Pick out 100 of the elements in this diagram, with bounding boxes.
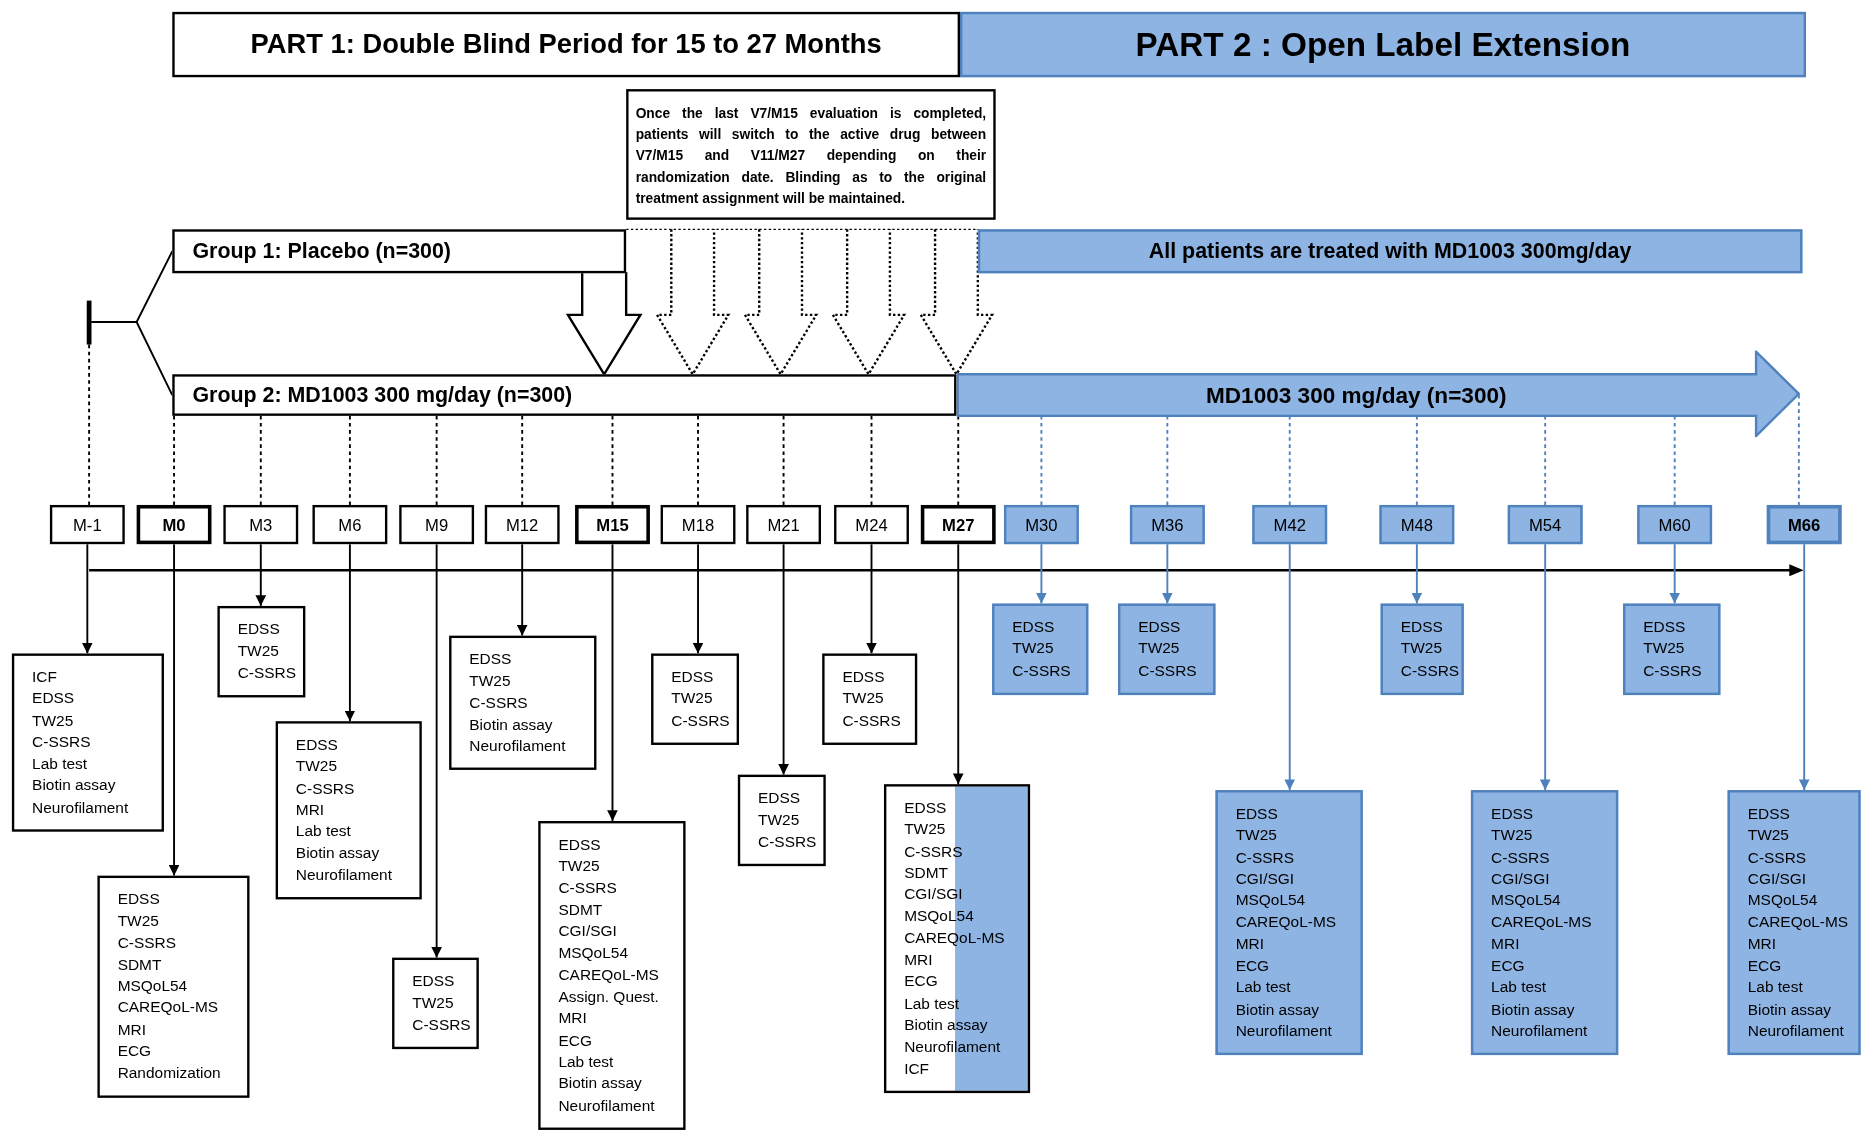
arrow [607, 543, 618, 822]
block-arrow [918, 228, 995, 377]
assessment-box [275, 721, 422, 900]
assessment-item: TW25 [1643, 638, 1686, 660]
assessment-item: TW25 [117, 910, 160, 932]
visit-label: M60 [1658, 515, 1691, 535]
visit-box [660, 504, 736, 545]
assessment-box [538, 821, 686, 1130]
assessment-item: C-SSRS [1235, 846, 1296, 868]
assessment-item: TW25 [1400, 638, 1443, 660]
visit-label: M30 [1025, 515, 1058, 535]
dotted-line [173, 414, 175, 506]
block-arrow [654, 228, 731, 377]
assessment-item: EDSS [1747, 803, 1791, 825]
assessment-item: C-SSRS [237, 662, 296, 684]
dotted-line [782, 414, 785, 506]
assessment-item: Randomization [117, 1062, 222, 1084]
visit-label: M-1 [73, 515, 102, 535]
assessment-item: MRI [558, 1008, 588, 1029]
visit-label: M66 [1788, 515, 1821, 535]
arrow [516, 543, 528, 637]
part-header [172, 11, 960, 78]
assessment-item: EDSS [1400, 616, 1444, 638]
assessment-box [11, 653, 164, 832]
visit-label: M54 [1529, 515, 1562, 535]
assessment-item: Neurofilament [295, 864, 393, 886]
assessment-item: Biotin assay [558, 1073, 643, 1095]
visit-box [920, 504, 996, 545]
arrow [431, 543, 442, 959]
assessment-item: Lab test [558, 1051, 615, 1073]
visit-label: M3 [249, 515, 273, 535]
assessment-item: MRI [117, 1019, 147, 1041]
assessment-item: EDSS [1491, 803, 1535, 825]
assessment-item: CGI/SGI [1747, 868, 1808, 890]
visit-box [312, 504, 388, 545]
assessment-item: Biotin assay [295, 843, 381, 864]
assessment-item: MSQoL54 [558, 942, 629, 964]
arrow [82, 543, 93, 655]
assessment-item: CAREQoL-MS [117, 997, 220, 1019]
assessment-item: CGI/SGI [904, 884, 964, 906]
header-text: PART 2 : Open Label Extension [1135, 25, 1631, 64]
visit-box [484, 504, 560, 545]
assessment-item: EDSS [1643, 616, 1687, 638]
assessment-item: TW25 [32, 710, 75, 732]
assessment-item: Biotin assay [1235, 999, 1320, 1020]
visit-box [136, 504, 212, 545]
assessment-box [992, 603, 1089, 695]
assessment-item: EDSS [469, 648, 513, 670]
assessment-item: Neurofilament [32, 797, 130, 818]
arrow [168, 543, 180, 877]
assessment-item: MSQoL54 [1235, 890, 1307, 912]
assessment-item: Assign. Quest. [558, 986, 660, 1008]
group-box [172, 374, 957, 416]
assessment-box [392, 957, 479, 1049]
arrow [255, 543, 267, 607]
assessment-item: Lab test [295, 821, 352, 843]
assessment-box [737, 774, 826, 866]
arrow [1539, 543, 1551, 792]
assessment-item: CGI/SGI [558, 921, 618, 943]
assessment-item: EDSS [758, 787, 802, 809]
assessment-item: ECG [904, 971, 939, 993]
assessment-item: C-SSRS [1747, 846, 1808, 868]
assessment-item: Biotin assay [1491, 999, 1576, 1020]
dotted-line [435, 414, 438, 506]
treatment-arrow [956, 350, 1801, 438]
assessment-item: CAREQoL-MS [558, 964, 660, 986]
arrow [866, 543, 877, 655]
assessment-item: TW25 [1138, 638, 1181, 660]
visit-box [746, 504, 821, 545]
assessment-box [822, 653, 918, 745]
assessment-item: TW25 [558, 856, 601, 877]
assessment-item: ECG [117, 1041, 153, 1062]
dotted-line [611, 414, 614, 506]
assessment-item: Lab test [1747, 977, 1804, 999]
arrow-text: MD1003 300 mg/day (n=300) [1206, 382, 1507, 409]
dotted-line [1797, 394, 1800, 506]
assessment-item: EDSS [842, 666, 886, 688]
assessment-item: EDSS [1012, 616, 1056, 638]
assessment-item: C-SSRS [558, 877, 618, 899]
assessment-box [1118, 603, 1216, 695]
assessment-box [651, 653, 739, 745]
assessment-item: Lab test [1491, 977, 1548, 999]
assessment-item: TW25 [1491, 825, 1534, 846]
assessment-item: TW25 [842, 688, 885, 710]
assessment-item: ICF [904, 1058, 931, 1080]
visit-box [1637, 504, 1713, 545]
assessment-item: MRI [904, 949, 934, 971]
assessment-item: Neurofilament [558, 1095, 656, 1116]
arrow [778, 543, 789, 776]
arrow [1162, 543, 1173, 605]
assessment-box [1623, 603, 1721, 695]
visit-label: M48 [1400, 515, 1434, 535]
assessment-box [449, 635, 597, 771]
assessment-item: TW25 [295, 756, 339, 777]
assessment-item: Lab test [904, 993, 961, 1014]
assessment-box [1380, 603, 1464, 695]
visit-box [1766, 504, 1842, 545]
assessment-item: EDSS [412, 970, 456, 992]
connector-line [90, 321, 174, 396]
visit-box [1252, 504, 1328, 545]
